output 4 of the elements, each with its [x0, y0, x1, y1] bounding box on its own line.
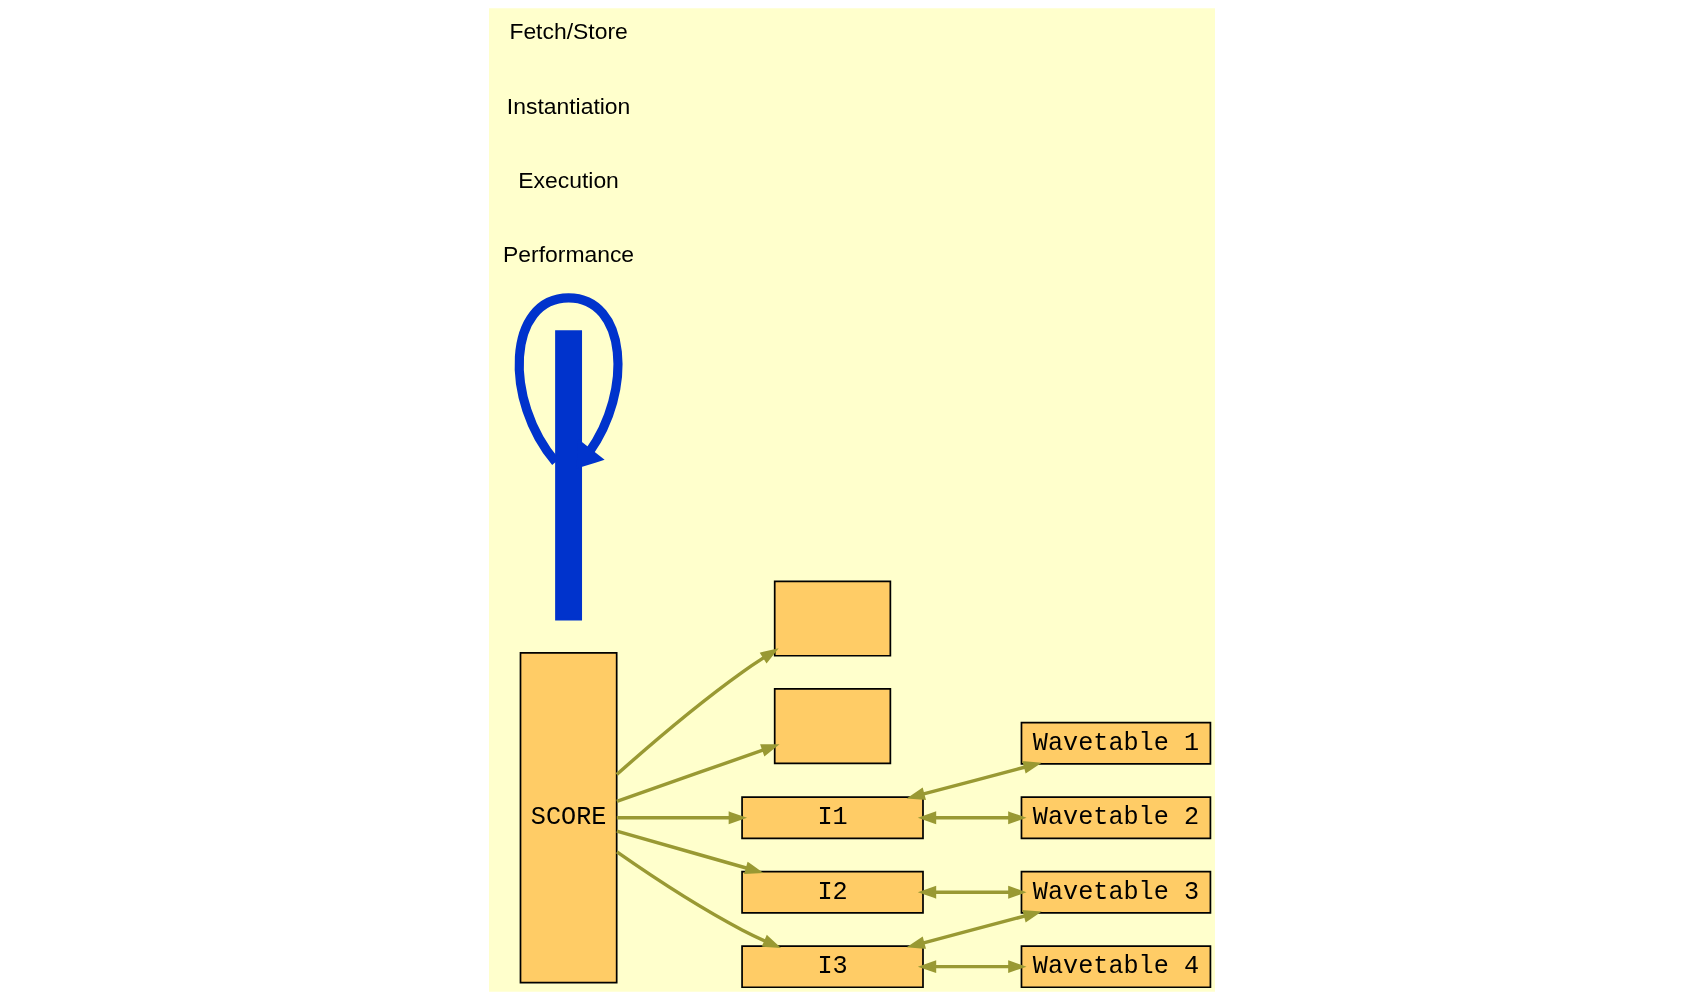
label: Instantiation	[506, 92, 631, 119]
label: Performance	[503, 241, 635, 268]
label: Fetch/Store	[509, 18, 628, 45]
label: Execution	[518, 166, 619, 193]
